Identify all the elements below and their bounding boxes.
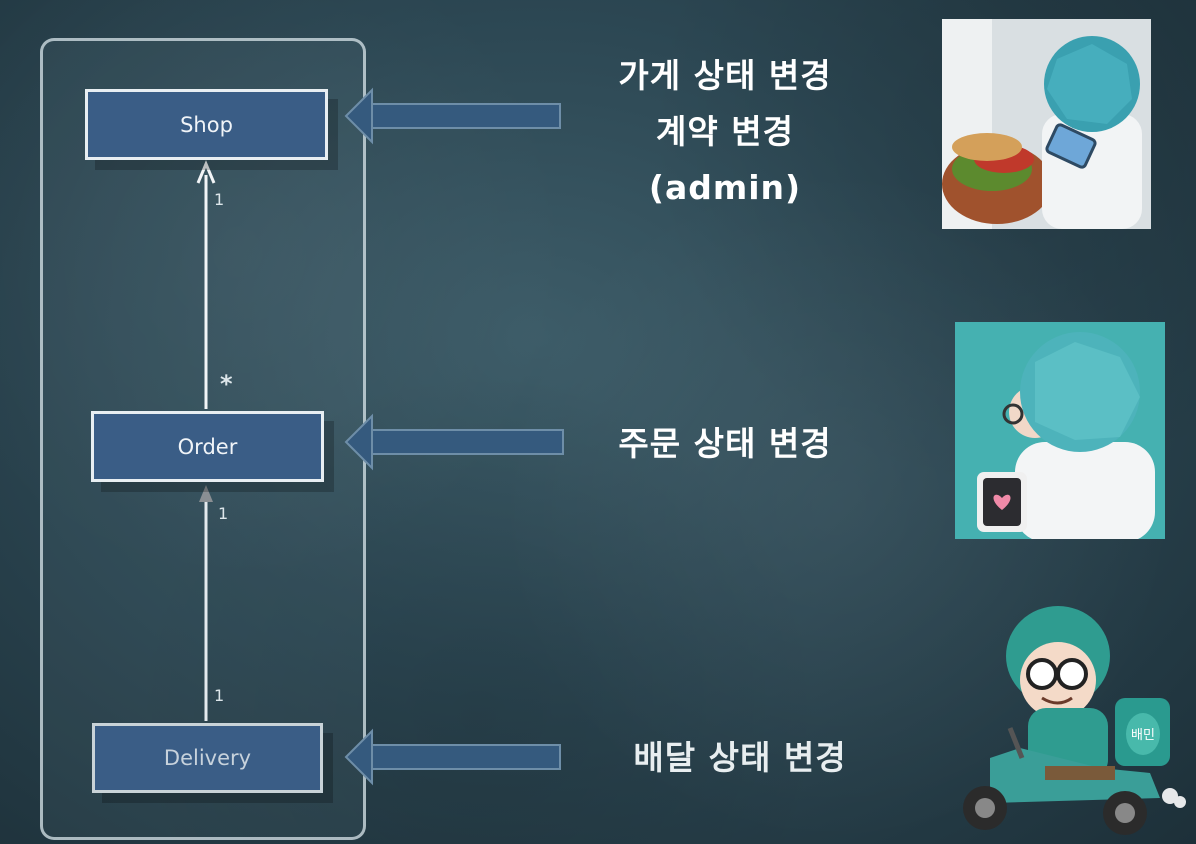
rider-box-text: 배민 <box>1131 728 1155 743</box>
annotation-shop: 가게 상태 변경 계약 변경 (admin) <box>560 48 890 216</box>
owner-character-icon <box>955 322 1165 539</box>
annotation-shop-line1: 가게 상태 변경 <box>618 56 832 95</box>
multiplicity-order-many: * <box>220 370 233 398</box>
class-box-shop: Shop <box>85 89 328 160</box>
arrowhead-to-order <box>199 485 213 502</box>
annotation-shop-line3: (admin) <box>648 168 802 207</box>
class-name-delivery: Delivery <box>163 746 252 770</box>
class-name-order: Order <box>177 434 238 459</box>
multiplicity-order-end: 1 <box>218 504 229 523</box>
admin-character-icon <box>942 19 1151 229</box>
annotation-order-line1: 주문 상태 변경 <box>618 424 832 463</box>
annotation-order: 주문 상태 변경 <box>560 416 890 472</box>
annotation-delivery: 배달 상태 변경 <box>590 730 890 786</box>
delivery-scooter-icon: 배민 <box>963 606 1186 835</box>
owner-character-illustration <box>955 322 1165 539</box>
class-box-delivery: Delivery <box>92 723 323 793</box>
annotation-shop-line2: 계약 변경 <box>656 112 794 151</box>
class-box-order: Order <box>91 411 324 482</box>
pointer-arrow-shop <box>344 87 561 145</box>
multiplicity-shop-end: 1 <box>214 190 225 209</box>
multiplicity-delivery-end: 1 <box>214 686 225 705</box>
rider-character-illustration: 배민 <box>950 598 1190 838</box>
arrowhead-to-shop <box>196 160 216 184</box>
class-name-shop: Shop <box>180 112 233 137</box>
admin-character-illustration <box>942 19 1151 229</box>
pointer-arrow-order <box>344 413 564 471</box>
pointer-arrow-delivery <box>344 728 561 786</box>
annotation-delivery-line1: 배달 상태 변경 <box>633 738 847 777</box>
